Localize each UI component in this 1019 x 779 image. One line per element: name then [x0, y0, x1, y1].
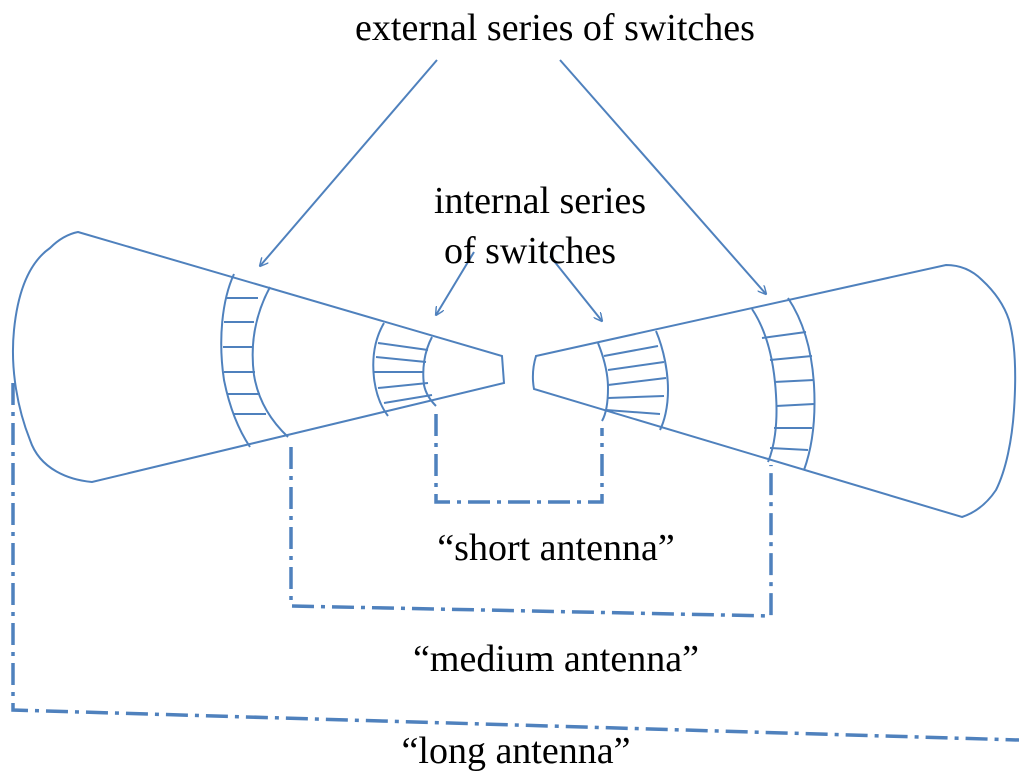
- internal-switches-label-line1: internal series: [434, 180, 646, 222]
- right-inner-band-edge-1: [597, 342, 610, 422]
- long-antenna-bracket: [11, 383, 1019, 742]
- left-inner-band-edge-1: [372, 322, 389, 417]
- arrow-external-left: [260, 59, 438, 266]
- arrow-external-right: [559, 59, 766, 294]
- left-outer-switches: [223, 297, 266, 415]
- right-antenna-element: [531, 263, 1017, 519]
- antenna-brackets: [11, 383, 1019, 742]
- left-inner-switches: [374, 342, 433, 404]
- right-inner-switches: [603, 345, 667, 415]
- right-outer-band-edge-1: [751, 308, 778, 463]
- right-outer-band-edge-2: [787, 297, 816, 471]
- long-antenna-label: “long antenna”: [402, 730, 631, 772]
- internal-switches-label-line2: of switches: [444, 230, 616, 272]
- external-switches-label: external series of switches: [355, 7, 755, 49]
- pointer-arrows: [260, 59, 766, 321]
- left-element-outline: [11, 230, 506, 484]
- left-outer-band-edge-1: [220, 273, 251, 448]
- right-outer-switches: [761, 331, 815, 451]
- right-inner-band-edge-2: [655, 330, 670, 431]
- left-antenna-element: [11, 230, 506, 484]
- short-antenna-label: “short antenna”: [437, 527, 674, 569]
- short-antenna-bracket: [434, 414, 604, 504]
- arrow-internal-right: [549, 255, 602, 321]
- arrow-internal-left: [436, 251, 475, 315]
- left-outer-band-edge-2: [251, 286, 289, 438]
- medium-antenna-label: “medium antenna”: [413, 638, 699, 680]
- right-element-outline: [531, 263, 1017, 519]
